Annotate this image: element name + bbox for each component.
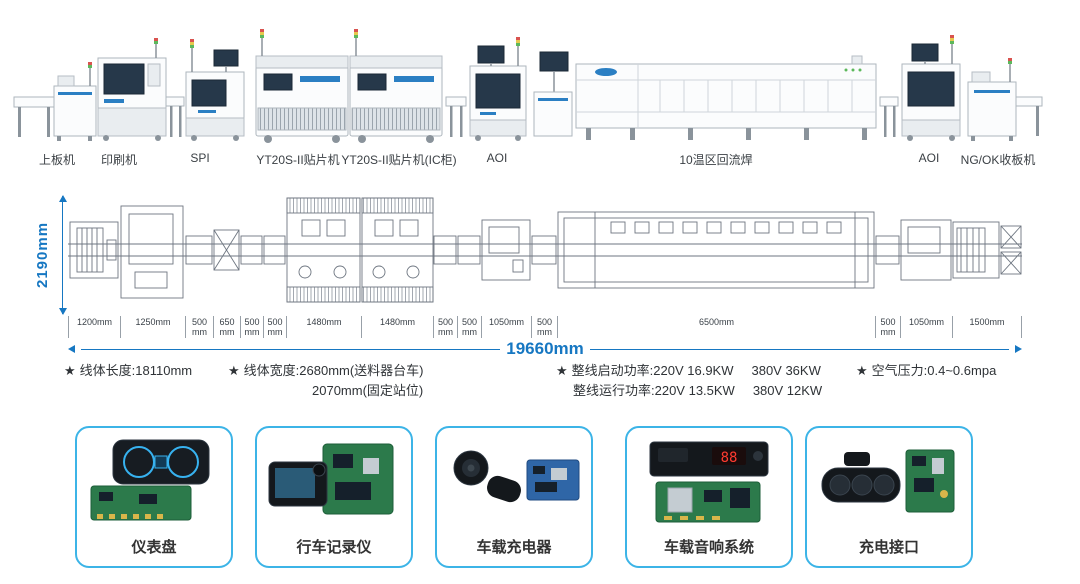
product-card-car-charger: 车载充电器: [435, 426, 593, 568]
dimension-segment: 1500mm: [952, 316, 1022, 338]
machine-label-aoi2: AOI: [918, 151, 940, 165]
spi-machine-image: [185, 39, 245, 141]
dimension-segment: 1200mm: [68, 316, 120, 338]
spec-text: 整线启动功率:220V 16.9KW: [571, 363, 734, 378]
machine-label-oven: 10温区回流焊: [679, 153, 753, 167]
board-loader-image: [53, 62, 97, 141]
seven-segment-display: 88: [721, 450, 738, 466]
inlet-conveyor-image: [13, 96, 55, 137]
product-image-audio-system: 88: [649, 441, 769, 523]
total-length-label: 19660mm: [506, 339, 584, 358]
cad-line-drawing: [68, 197, 1022, 303]
arrow-down-icon: [58, 308, 67, 315]
line-height-dimension: 2190mm: [34, 221, 51, 289]
arrow-up-icon: [58, 195, 67, 202]
vertical-dimension-line: [58, 195, 67, 315]
product-card-charging-port: 充电接口: [805, 426, 973, 568]
dimension-segment: 1480mm: [286, 316, 361, 338]
product-label: 车载充电器: [476, 539, 552, 556]
dimension-line: [589, 348, 1010, 350]
product-label: 充电接口: [858, 539, 919, 556]
mounter-1-image: [255, 29, 349, 143]
dimension-segment: 6500mm: [557, 316, 875, 338]
machine-label-aoi1: AOI: [486, 151, 508, 165]
spec-air-pressure: ★空气压力:0.4~0.6mpa: [856, 361, 996, 381]
arrow-left-icon: [68, 345, 75, 353]
spec-text: 线体长度:18110mm: [79, 363, 193, 378]
product-image-car-charger: [453, 450, 580, 503]
machine-label-mounter2: YT20S-II贴片机(IC柜): [341, 153, 457, 167]
machine-label-printer: 印刷机: [100, 153, 138, 167]
spec-text: 线体宽度:2680mm(送料器台车): [243, 363, 424, 378]
dimension-segment: 1480mm: [361, 316, 433, 338]
machine-label-unloader: NG/OK收板机: [960, 153, 1036, 167]
spec-text: 380V 36KW: [751, 363, 821, 378]
arrow-right-icon: [1015, 345, 1023, 353]
production-line-photo-strip: [13, 29, 1043, 143]
spec-text: 380V 12KW: [752, 383, 823, 399]
spec-line-length: ★线体长度:18110mm: [64, 361, 192, 381]
total-dimension-line: 19660mm: [68, 339, 1023, 359]
product-image-dashcam: [268, 443, 394, 515]
link-conveyor-image: [445, 96, 467, 137]
product-image-dashboard: [90, 439, 210, 521]
spec-text: 整线运行功率:220V 13.5KW: [573, 383, 735, 399]
machine-label-spi: SPI: [190, 151, 210, 165]
star-bullet: ★: [228, 363, 240, 378]
dimension-line: [81, 348, 501, 350]
star-bullet: ★: [64, 363, 76, 378]
oven-monitor-station-image: [533, 51, 573, 137]
spec-power: ★整线启动功率:220V 16.9KW 380V 36KW 整线运行功率:220V…: [556, 361, 822, 401]
link-conveyor-image: [879, 96, 899, 137]
dimension-segment: 1250mm: [120, 316, 185, 338]
aoi-1-image: [469, 37, 527, 141]
product-card-audio-system: 88 车载音响系统: [625, 426, 793, 568]
dimension-segment: 1050mm: [900, 316, 952, 338]
product-label: 仪表盘: [131, 539, 177, 556]
aoi-2-image: [901, 35, 961, 141]
spec-line-width: ★线体宽度:2680mm(送料器台车) 2070mm(固定站位): [228, 361, 424, 401]
product-card-dashboard: 仪表盘: [75, 426, 233, 568]
spec-text: 空气压力:0.4~0.6mpa: [871, 363, 997, 378]
product-image-charging-port: [821, 449, 955, 513]
link-conveyor-image: [165, 96, 185, 137]
reflow-oven-image: [575, 55, 877, 140]
board-unloader-image: [967, 58, 1043, 141]
product-label: 行车记录仪: [296, 539, 372, 556]
machine-label-mounter1: YT20S-II贴片机: [256, 153, 340, 167]
product-label: 车载音响系统: [663, 539, 754, 556]
star-bullet: ★: [556, 363, 568, 378]
spec-text: 2070mm(固定站位): [312, 383, 424, 399]
screen-printer-image: [97, 38, 167, 141]
star-bullet: ★: [856, 363, 868, 378]
machine-label-loader: 上板机: [38, 153, 76, 167]
product-card-dashcam: 行车记录仪: [255, 426, 413, 568]
dimension-segment: 1050mm: [481, 316, 531, 338]
mounter-2-image: [349, 29, 443, 143]
